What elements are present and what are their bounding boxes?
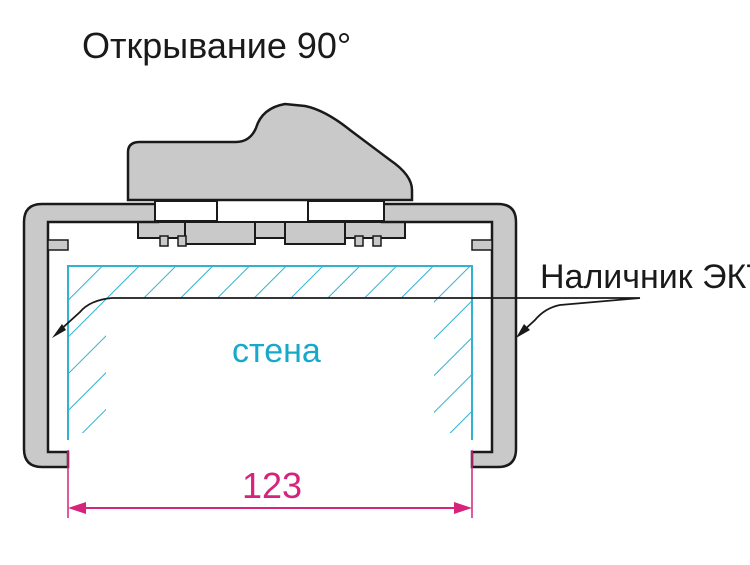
wall-right-hatch — [434, 298, 472, 433]
hinge-tab-right — [354, 235, 364, 247]
hinge-right-block — [284, 221, 346, 245]
diagram-title: Открывание 90° — [82, 25, 351, 66]
dimension-value: 123 — [242, 465, 302, 506]
clip-left — [47, 239, 69, 251]
leader-line-left — [57, 297, 472, 333]
leader-arrow-left — [52, 324, 66, 338]
dim-arrow-left — [68, 502, 86, 514]
hinge-tab-left — [159, 235, 169, 247]
hinge-tab-right-2 — [372, 235, 382, 247]
hinge-center-block — [184, 221, 256, 245]
hinge-body — [126, 102, 414, 202]
hinge-slot-right — [307, 200, 385, 222]
trim-label: Наличник ЭКТ — [540, 258, 750, 296]
wall-top-hatch — [68, 266, 472, 298]
wall-label: стена — [232, 332, 321, 370]
wall-left-hatch — [68, 298, 106, 433]
clip-right — [471, 239, 493, 251]
dim-arrow-right — [454, 502, 472, 514]
hinge-slot-left — [154, 200, 218, 222]
wall-outline — [67, 265, 473, 440]
leader-line-trim — [472, 297, 641, 333]
hinge-tab-left-2 — [177, 235, 187, 247]
leader-arrow-trim — [516, 324, 530, 338]
